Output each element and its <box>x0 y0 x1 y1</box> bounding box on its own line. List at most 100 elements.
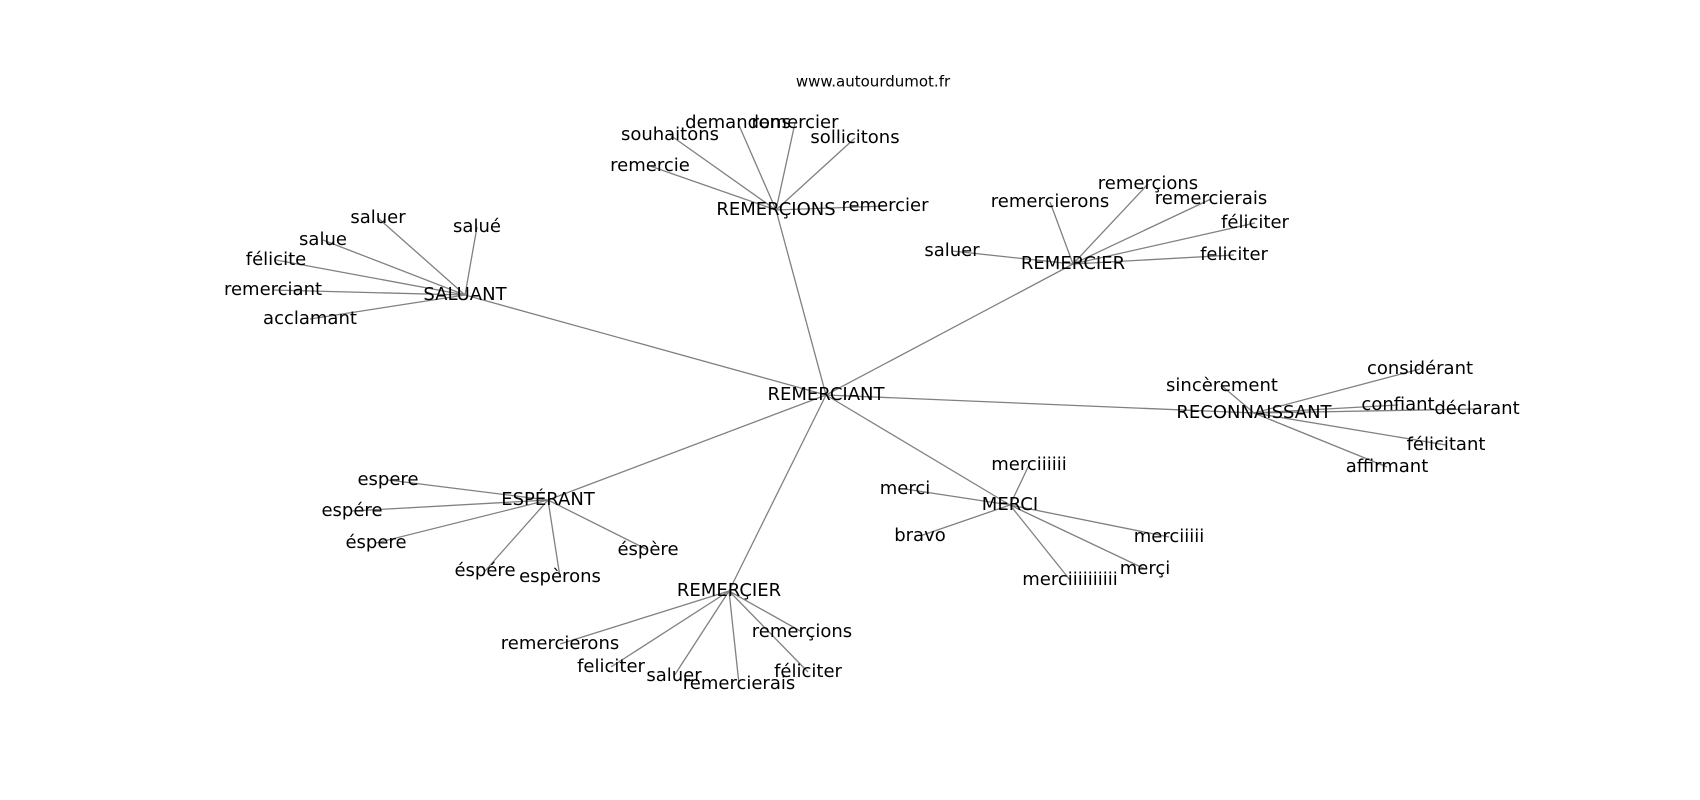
leaf-edge <box>904 488 1011 506</box>
leaf-edge <box>464 226 478 296</box>
leaf-node: acclamant <box>263 308 357 329</box>
leaf-edge <box>1009 464 1030 506</box>
leaf-edge <box>649 165 777 211</box>
leaf-edge <box>728 590 740 685</box>
graph-labels: REMERCIANTREMERÇIONSsouhaitonsdemandonsr… <box>224 112 1520 694</box>
leaf-node: éspere <box>345 532 406 553</box>
leaf-edge <box>322 239 466 296</box>
root-edge <box>825 394 1255 414</box>
leaf-node: félicite <box>246 249 306 270</box>
leaf-node: féliciter <box>774 661 842 682</box>
leaf-edge <box>737 122 777 211</box>
leaf-node: considérant <box>1367 358 1473 379</box>
leaf-edge <box>728 590 809 673</box>
hub-node: RECONNAISSANT <box>1176 402 1332 423</box>
root-edge <box>547 394 827 501</box>
leaf-edge <box>669 134 777 211</box>
leaf-edge <box>547 499 649 551</box>
leaf-node: espèrons <box>519 566 601 587</box>
leaf-edge <box>559 590 730 645</box>
leaf-node: féliciter <box>1221 212 1289 233</box>
leaf-edge <box>610 590 730 668</box>
leaf-edge <box>275 259 466 296</box>
leaf-node: remercierais <box>1155 188 1267 209</box>
graph-edges <box>272 122 1478 685</box>
leaf-edge <box>309 294 466 320</box>
root-edge <box>775 209 827 396</box>
leaf-node: merciiiiiiiiii <box>1022 569 1118 590</box>
leaf-node: éspère <box>617 539 678 560</box>
leaf-node: remercierons <box>501 633 619 654</box>
leaf-node: remerçions <box>752 621 852 642</box>
root-node: REMERCIANT <box>767 384 885 405</box>
leaf-node: remercier <box>841 195 929 216</box>
leaf-edge <box>1221 385 1255 414</box>
leaf-edge <box>1253 412 1388 468</box>
leaf-edge <box>377 217 466 296</box>
leaf-edge <box>1009 504 1170 538</box>
leaf-edge <box>387 479 549 501</box>
leaf-node: merci <box>880 478 931 499</box>
leaf-node: remercierons <box>991 191 1109 212</box>
hub-node: ESPÉRANT <box>501 488 596 510</box>
hub-node: MERCI <box>982 494 1038 515</box>
leaf-node: espere <box>357 469 418 490</box>
root-edge <box>728 394 827 592</box>
leaf-node: remercierais <box>683 673 795 694</box>
leaf-edge <box>1253 368 1421 414</box>
hub-node: REMERCIER <box>1021 253 1125 274</box>
leaf-node: sincèrement <box>1166 375 1278 396</box>
leaf-edge <box>673 590 730 677</box>
leaf-node: feliciter <box>1200 244 1268 265</box>
leaf-node: sollicitons <box>810 127 899 148</box>
root-edge <box>464 294 827 396</box>
leaf-edge <box>951 250 1074 265</box>
leaf-node: bravo <box>894 525 946 546</box>
leaf-node: remercier <box>751 112 839 133</box>
leaf-node: remerçions <box>1098 173 1198 194</box>
leaf-node: déclarant <box>1434 398 1519 419</box>
leaf-edge <box>1049 201 1074 265</box>
leaf-edge <box>1009 504 1071 581</box>
leaf-node: demandons <box>685 112 791 133</box>
leaf-node: saluer <box>646 665 702 686</box>
hub-node: REMERÇIER <box>677 580 781 601</box>
leaf-node: feliciter <box>577 656 645 677</box>
leaf-node: remerciant <box>224 279 322 300</box>
leaf-node: merciiiiii <box>991 454 1067 475</box>
leaf-edge <box>1072 198 1212 265</box>
leaf-node: salue <box>299 229 347 250</box>
leaf-node: remercie <box>610 155 690 176</box>
leaf-node: affirmant <box>1346 456 1429 477</box>
leaf-edge <box>1072 183 1149 265</box>
leaf-edge <box>351 499 549 512</box>
leaf-edge <box>1253 404 1399 414</box>
leaf-edge <box>775 122 796 211</box>
leaf-edge <box>1253 408 1478 414</box>
leaf-node: merciiiii <box>1134 526 1205 547</box>
root-edge <box>825 263 1074 396</box>
leaf-node: saluer <box>924 240 980 261</box>
leaf-node: confiant <box>1361 394 1434 415</box>
hub-node: REMERÇIONS <box>716 199 835 220</box>
leaf-node: salué <box>453 216 501 237</box>
site-label: www.autourdumot.fr <box>796 73 951 91</box>
leaf-node: éspére <box>454 560 515 581</box>
leaf-node: merçi <box>1120 558 1171 579</box>
leaf-edge <box>484 499 549 572</box>
leaf-edge <box>1253 412 1447 446</box>
hub-node: SALUANT <box>423 284 507 305</box>
leaf-edge <box>272 289 466 296</box>
leaf-node: félicitant <box>1407 434 1486 455</box>
leaf-edge <box>1072 254 1235 265</box>
leaf-node: espére <box>321 500 382 521</box>
leaf-edge <box>547 499 561 578</box>
leaf-node: souhaitons <box>621 124 719 145</box>
root-edge <box>825 394 1011 506</box>
leaf-edge <box>775 137 856 211</box>
leaf-edge <box>775 205 886 211</box>
leaf-edge <box>919 504 1011 537</box>
leaf-edge <box>1072 222 1256 265</box>
leaf-edge <box>728 590 803 633</box>
